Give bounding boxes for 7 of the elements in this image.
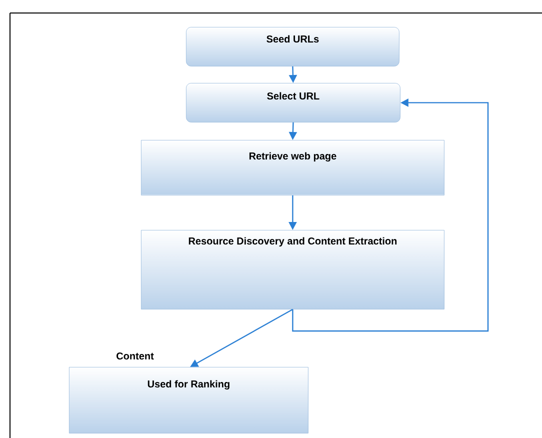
process-box: Retrieve web page [141,140,444,196]
process-box: Used for Ranking [69,367,308,434]
process-box: Resource Discovery and Content Extraction [141,230,444,310]
process-box: Seed URLs [186,27,400,66]
arrow [292,98,489,332]
edge-label: Content [115,351,155,361]
process-box: Select URL [186,83,400,122]
